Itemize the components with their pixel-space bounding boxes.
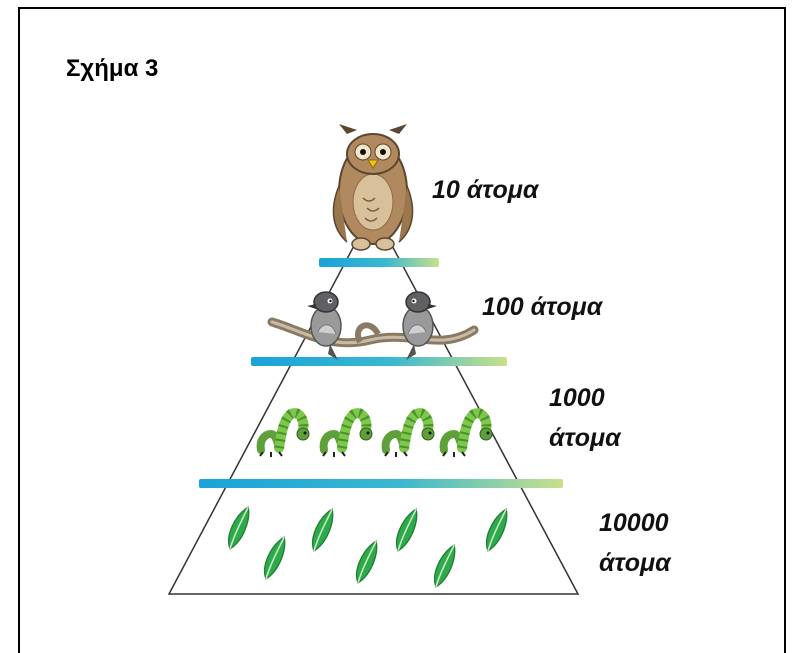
- caterpillar-icon: [385, 413, 434, 457]
- level-divider-2: [251, 357, 507, 366]
- level-divider-3: [199, 479, 563, 488]
- caterpillar-icon: [443, 413, 492, 457]
- leaf-icon: [227, 506, 250, 550]
- pyramid-outline: [167, 208, 580, 595]
- level-2-count-label: 100 άτομα: [482, 293, 603, 321]
- level-3-count-label: 1000: [549, 384, 605, 412]
- level-1-count-label: 10 άτομα: [432, 176, 539, 204]
- level-4-unit-label: άτομα: [599, 549, 671, 577]
- branch-icon: [267, 317, 479, 348]
- level-4-count-label: 10000: [599, 509, 669, 537]
- level-3-unit-label: άτομα: [549, 424, 621, 452]
- leaf-icon: [485, 508, 508, 552]
- bird-icon: [306, 291, 342, 361]
- figure-title: Σχήμα 3: [66, 55, 159, 82]
- leaf-icon: [395, 508, 418, 552]
- caterpillar-icon: [260, 413, 309, 457]
- leaf-icon: [311, 508, 334, 552]
- leaf-icon: [263, 536, 286, 580]
- owl-icon: [332, 124, 414, 251]
- leaf-icon: [355, 540, 378, 584]
- caterpillar-icon: [323, 413, 372, 457]
- bird-icon: [402, 291, 438, 361]
- figure-border: [18, 7, 786, 653]
- level-divider-1: [319, 258, 439, 267]
- leaf-icon: [433, 544, 456, 588]
